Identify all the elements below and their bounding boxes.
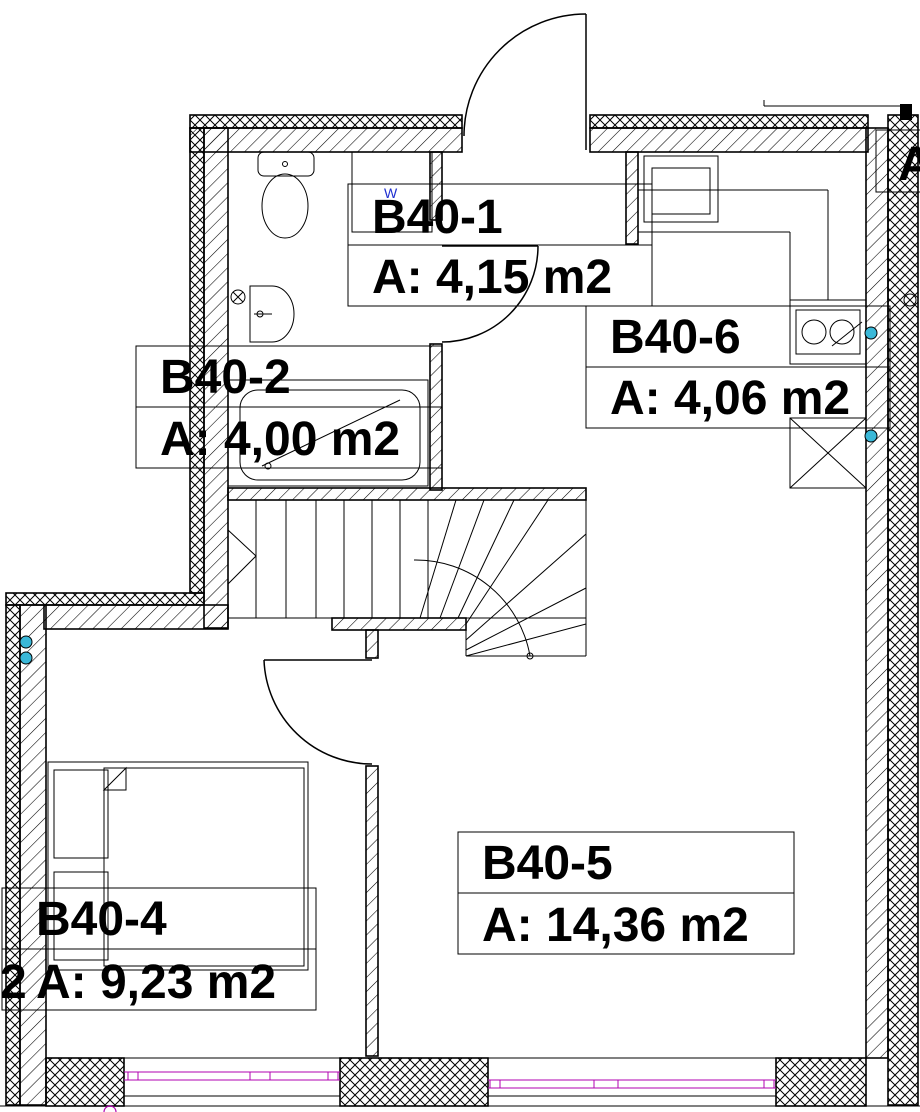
outlet-icon	[903, 293, 917, 307]
wall-top-right-cladding	[589, 114, 869, 129]
room-label-b40-1: B40-1 A: 4,15 m2	[347, 183, 653, 307]
room-area: A: 4,00 m2	[160, 413, 400, 466]
kitchen-counter	[638, 155, 829, 300]
room-id: B40-5	[482, 837, 613, 890]
wall-far-left-cladding	[5, 604, 21, 1106]
room-label-b40-2: B40-2 A: 4,00 m2	[135, 345, 443, 469]
wall-top-left	[189, 127, 463, 153]
bed-icon	[47, 761, 309, 971]
bathtub-icon	[227, 379, 429, 487]
wall-stair-top	[227, 487, 587, 501]
room-area: A: 4,15 m2	[372, 251, 612, 304]
riser-icon	[19, 651, 33, 665]
fixtures: W	[19, 151, 917, 971]
wall-stair-bottom	[331, 617, 467, 631]
wall-living-partition	[365, 765, 379, 1057]
stair-tread	[465, 533, 587, 641]
cooktop-icon	[789, 299, 867, 365]
riser-icon	[864, 429, 878, 443]
entrance-door-swing	[463, 13, 587, 137]
wall-step-cladding	[5, 592, 205, 606]
stair-tread	[419, 499, 457, 619]
staircase	[227, 499, 587, 660]
room-id: B40-2	[160, 351, 291, 404]
window-bottom-left	[124, 1057, 340, 1097]
wall-top-left-cladding	[189, 114, 463, 129]
shower-icon: W	[351, 151, 433, 233]
wall-bottom-left	[45, 1057, 125, 1107]
fixture-mark: W	[384, 185, 398, 201]
fridge-icon	[789, 417, 867, 489]
room-label-b40-5: B40-5 A: 14,36 m2	[457, 831, 795, 955]
toilet-icon	[257, 151, 315, 239]
wall-kitchen-left	[625, 151, 639, 245]
wall-bottom-mid	[339, 1057, 489, 1107]
wall-bath-right	[429, 151, 443, 221]
wall-right-cladding	[887, 114, 919, 1106]
wall-right	[865, 127, 889, 1059]
room-id: B40-6	[610, 311, 741, 364]
room-label-b40-6: B40-6 A: 4,06 m2	[585, 305, 891, 429]
window-bottom-right	[488, 1057, 776, 1097]
wall-stair-stub	[365, 629, 379, 659]
wall-step	[43, 604, 229, 630]
stair-tread	[439, 499, 485, 619]
left-edge-fragment: 2	[0, 956, 27, 1009]
living-door-swing	[263, 659, 373, 765]
right-edge-fragment: A	[898, 138, 920, 191]
room-area: A: 4,06 m2	[610, 372, 850, 425]
room-id: B40-1	[372, 191, 503, 244]
wall-far-left	[19, 604, 47, 1106]
room-label-b40-4: B40-4 A: 9,23 m2 2	[0, 887, 317, 1011]
wall-top-right	[589, 127, 869, 153]
doors	[263, 13, 587, 765]
wall-bottom-right	[775, 1057, 867, 1107]
room-area: A: 9,23 m2	[36, 956, 276, 1009]
stair-tread	[465, 587, 587, 651]
stair-tread	[457, 499, 515, 619]
riser-icon	[19, 635, 33, 649]
room-id: B40-4	[36, 893, 167, 946]
stair-tread	[465, 499, 549, 625]
riser-icon	[864, 326, 878, 340]
bath-door-swing	[441, 245, 539, 343]
walls	[5, 100, 919, 1107]
washbasin-icon	[230, 285, 295, 343]
room-area: A: 14,36 m2	[482, 899, 749, 952]
